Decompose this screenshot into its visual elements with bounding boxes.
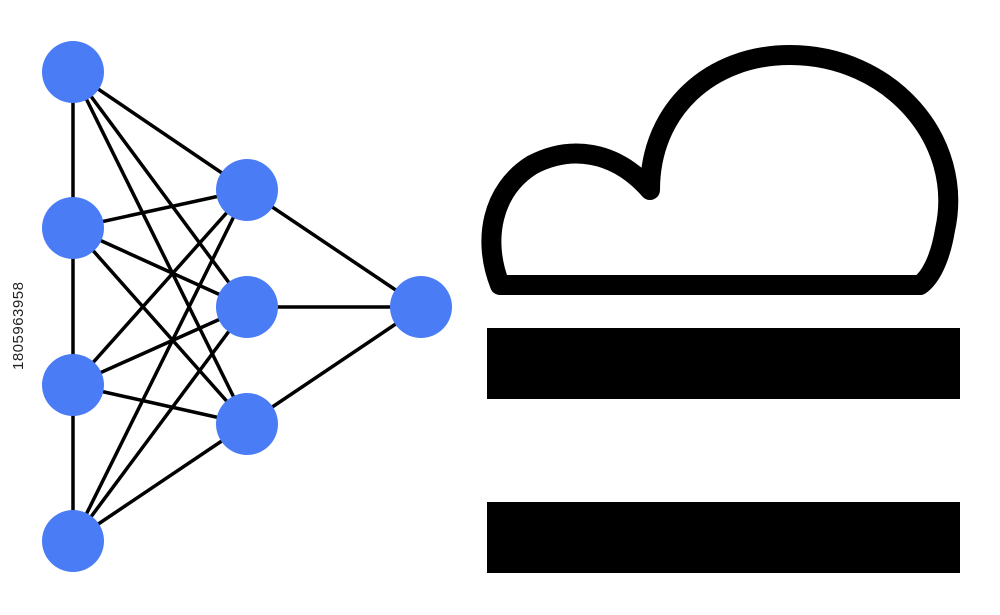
- network-nodes: [42, 41, 452, 572]
- network-edge: [71, 305, 249, 543]
- network-node: [216, 276, 278, 338]
- neural-network-icon: [42, 41, 452, 572]
- network-edge: [72, 226, 248, 309]
- network-edge: [71, 188, 249, 387]
- fog-bar-bottom: [487, 502, 960, 573]
- network-edge: [71, 189, 249, 542]
- fog-bar-top: [487, 328, 960, 399]
- network-edge: [72, 422, 248, 543]
- fog-cloud-icon: [481, 45, 960, 573]
- network-edge: [71, 226, 249, 426]
- network-node: [42, 510, 104, 572]
- network-edge: [246, 305, 422, 426]
- network-node: [216, 159, 278, 221]
- image-id-label: 1805963958: [10, 281, 27, 370]
- network-node: [216, 393, 278, 455]
- network-node: [42, 41, 104, 103]
- network-edge: [71, 70, 249, 309]
- network-node: [390, 276, 452, 338]
- network-edge: [72, 70, 248, 192]
- network-edge: [72, 305, 248, 387]
- network-node: [42, 354, 104, 416]
- cloud-outline: [481, 45, 959, 295]
- network-edge: [71, 71, 249, 425]
- network-node: [42, 197, 104, 259]
- network-edge: [246, 188, 422, 309]
